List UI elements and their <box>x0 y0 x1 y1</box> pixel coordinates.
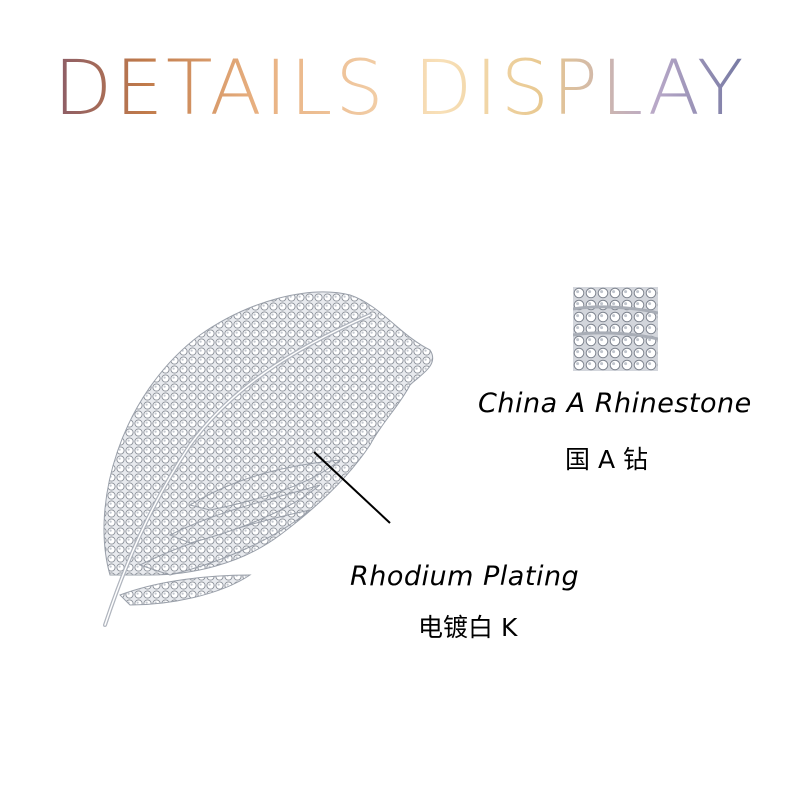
rhinestone-closeup-image <box>573 287 658 371</box>
rhodium-plating-label: Rhodium Plating <box>350 561 580 592</box>
rhodium-plating-cn-label: 电镀白 K <box>418 613 518 642</box>
china-a-rhinestone-cn-label: 国 A 钻 <box>565 445 648 474</box>
china-a-rhinestone-label: China A Rhinestone <box>478 388 752 419</box>
leaf-brooch-image <box>103 291 433 627</box>
page-title: DETAILS DISPLAY <box>0 40 800 136</box>
